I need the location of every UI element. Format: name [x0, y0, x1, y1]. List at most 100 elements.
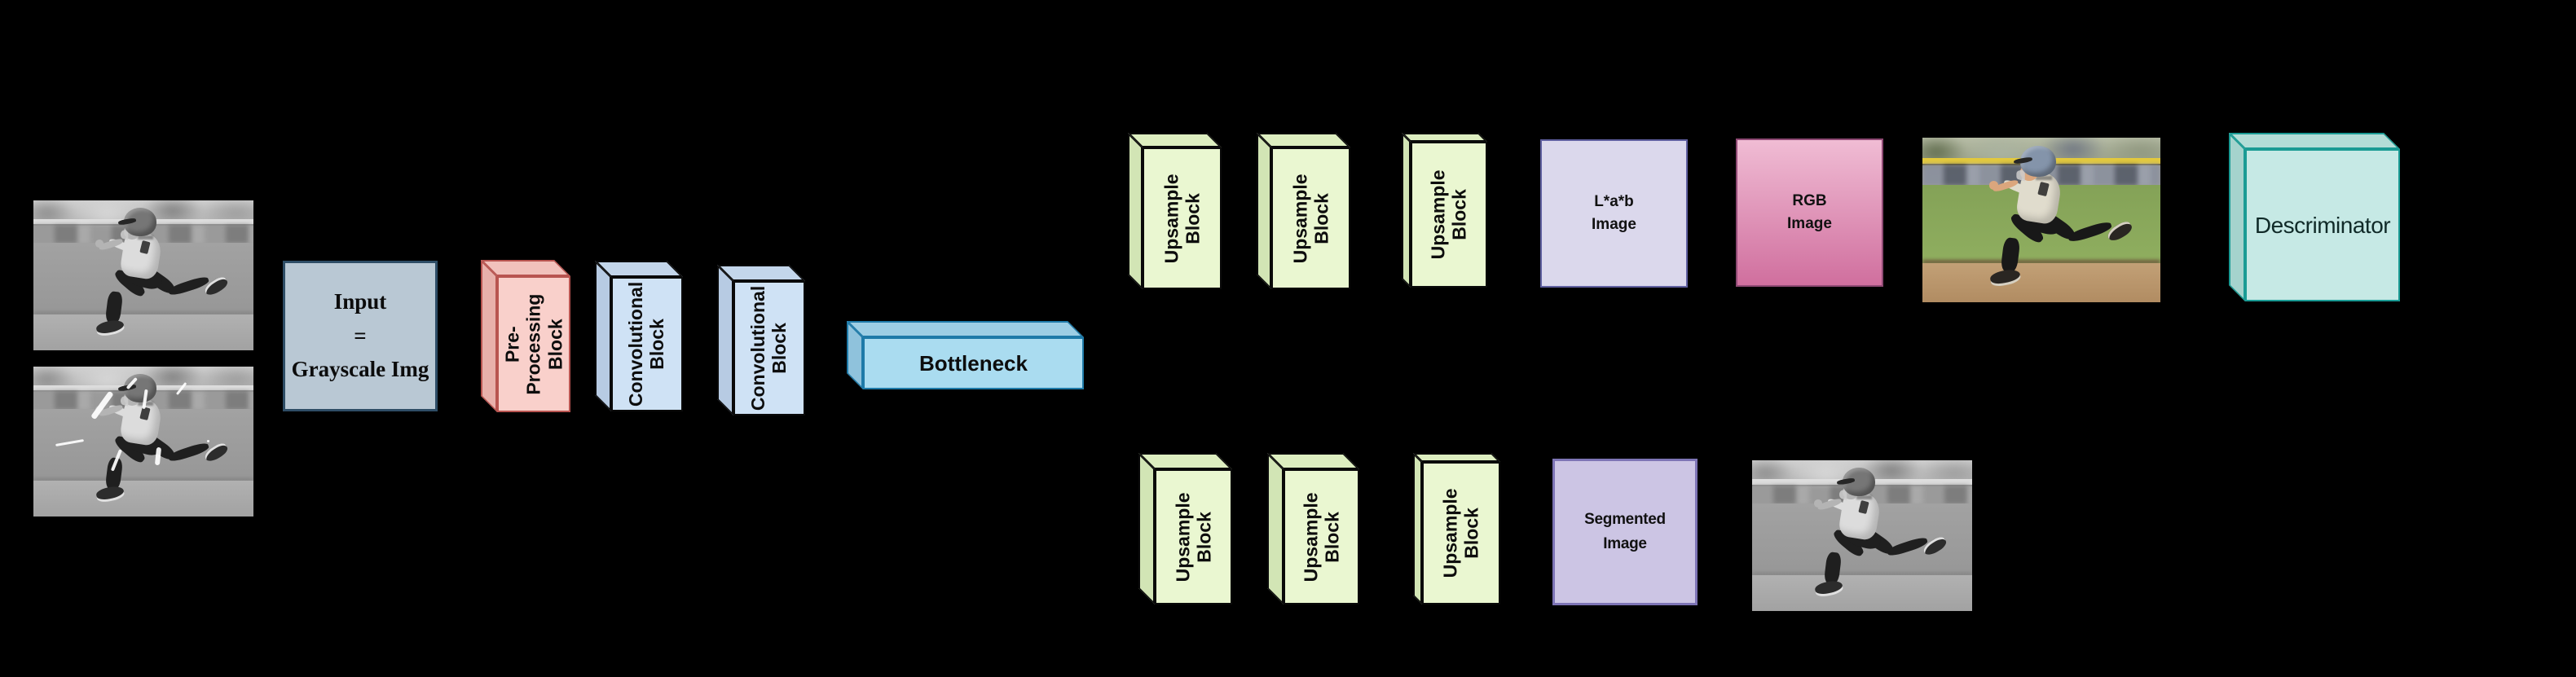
runner-front-calf	[2000, 237, 2021, 274]
input-grayscale-photo	[33, 200, 253, 350]
input-block: Input = Grayscale Img	[283, 261, 438, 411]
discriminator-block: Descriminator	[2229, 133, 2400, 301]
box-side-face	[595, 261, 611, 411]
box-front-face: Upsample Block	[1422, 462, 1500, 604]
box-side-face	[1267, 453, 1284, 604]
photo-dirt	[1922, 262, 2160, 302]
upsample-block-bottom-2: Upsample Block	[1267, 453, 1359, 604]
upsample-block-bottom-1: Upsample Block	[1138, 453, 1232, 604]
photo-dirt	[1752, 574, 1972, 611]
box-side-face	[1402, 133, 1411, 288]
scratch-mark	[142, 389, 148, 409]
box-side-face	[1128, 133, 1143, 289]
runner-face-guard	[2016, 169, 2025, 182]
runner-back-calf	[167, 275, 210, 297]
box-side-face	[1257, 133, 1271, 289]
box-side-face	[1138, 453, 1155, 604]
box-top-face	[1267, 453, 1359, 469]
scratch-mark	[90, 390, 114, 420]
rgb-image-label: RGB Image	[1787, 191, 1832, 233]
box-top-face	[1402, 133, 1487, 142]
box-front-face: Descriminator	[2245, 149, 2400, 301]
runner-hand	[95, 239, 104, 248]
segmented-output-photo	[1752, 460, 1972, 611]
upsample-label: Upsample Block	[1439, 488, 1482, 578]
box-side-face	[717, 265, 733, 415]
runner-figure	[1922, 138, 2160, 302]
runner-face-guard	[1838, 489, 1847, 501]
bottleneck-block: Bottleneck	[847, 321, 1084, 389]
discriminator-label: Descriminator	[2254, 212, 2391, 238]
upsample-label: Upsample Block	[1427, 169, 1470, 260]
runner-jersey-name	[1856, 495, 1873, 499]
runner-back-calf	[2067, 219, 2114, 244]
runner-front-calf	[1824, 551, 1843, 585]
box-top-face	[1128, 133, 1222, 147]
box-front-face: Upsample Block	[1284, 469, 1359, 604]
box-front-face: Upsample Block	[1411, 142, 1487, 288]
rgb-image-block: RGB Image	[1736, 138, 1883, 287]
box-top-face	[2229, 133, 2400, 149]
runner-jersey-name	[2035, 176, 2053, 181]
box-front-face: Upsample Block	[1143, 147, 1222, 289]
box-front-face: Upsample Block	[1271, 147, 1350, 289]
scratch-mark	[207, 440, 209, 443]
runner-front-shoe	[95, 318, 125, 336]
segmented-image-label: Segmented Image	[1584, 510, 1666, 552]
colorized-output-photo	[1922, 138, 2160, 302]
runner-figure	[1752, 460, 1972, 611]
convolutional-block-2: Convolutional Block	[717, 265, 805, 415]
convolutional-label: Convolutional Block	[747, 285, 791, 411]
scratch-mark	[110, 449, 123, 472]
box-top-face	[717, 265, 805, 281]
runner-hand	[1988, 180, 1999, 190]
runner-back-calf	[1886, 535, 1929, 558]
photo-field-shadow	[1922, 260, 2160, 264]
lab-image-block: L*a*b Image	[1540, 139, 1688, 288]
box-top-face	[1138, 453, 1232, 469]
box-front-face: Pre- Processing Block	[497, 276, 570, 412]
input-scratched-photo	[33, 367, 253, 517]
convolutional-block-1: Convolutional Block	[595, 261, 683, 411]
convolutional-label: Convolutional Block	[625, 281, 669, 407]
runner-figure	[33, 200, 253, 350]
box-front-face: Bottleneck	[863, 337, 1084, 389]
box-front-face: Convolutional Block	[733, 281, 805, 415]
segmented-image-block: Segmented Image	[1552, 459, 1698, 605]
upsample-block-top-1: Upsample Block	[1128, 133, 1222, 289]
box-front-face: Convolutional Block	[611, 277, 683, 411]
photo-dirt	[33, 314, 253, 350]
pre-processing-block: Pre- Processing Block	[481, 260, 570, 412]
box-side-face	[1413, 453, 1422, 604]
scratch-mark	[154, 447, 161, 466]
upsample-block-top-3: Upsample Block	[1402, 133, 1487, 288]
runner-front-shoe	[1813, 578, 1843, 596]
photo-field-shadow	[1752, 572, 1972, 576]
runner-hand	[1813, 499, 1823, 508]
upsample-label: Upsample Block	[1300, 492, 1343, 582]
box-side-face	[481, 260, 497, 412]
upsample-label: Upsample Block	[1289, 174, 1332, 263]
bottleneck-label: Bottleneck	[919, 350, 1028, 376]
photo-field-shadow	[33, 478, 253, 482]
upsample-block-bottom-3: Upsample Block	[1413, 453, 1500, 604]
pre-processing-label: Pre- Processing Block	[501, 293, 566, 395]
runner-face-guard	[120, 228, 129, 240]
box-top-face	[1413, 453, 1500, 462]
upsample-block-top-2: Upsample Block	[1257, 133, 1350, 289]
scratch-marks	[33, 367, 253, 517]
input-block-label: Input = Grayscale Img	[291, 288, 429, 382]
runner-face-guard	[120, 394, 129, 407]
runner-front-calf	[105, 291, 125, 324]
box-top-face	[1257, 133, 1350, 147]
photo-field-shadow	[33, 312, 253, 316]
box-top-face	[481, 260, 570, 276]
photo-dirt	[33, 480, 253, 517]
upsample-label: Upsample Block	[1160, 174, 1204, 263]
scratch-mark	[55, 438, 85, 446]
box-front-face: Upsample Block	[1155, 469, 1232, 604]
box-side-face	[2229, 133, 2245, 301]
lab-image-label: L*a*b Image	[1592, 192, 1636, 234]
upsample-label: Upsample Block	[1172, 492, 1215, 582]
